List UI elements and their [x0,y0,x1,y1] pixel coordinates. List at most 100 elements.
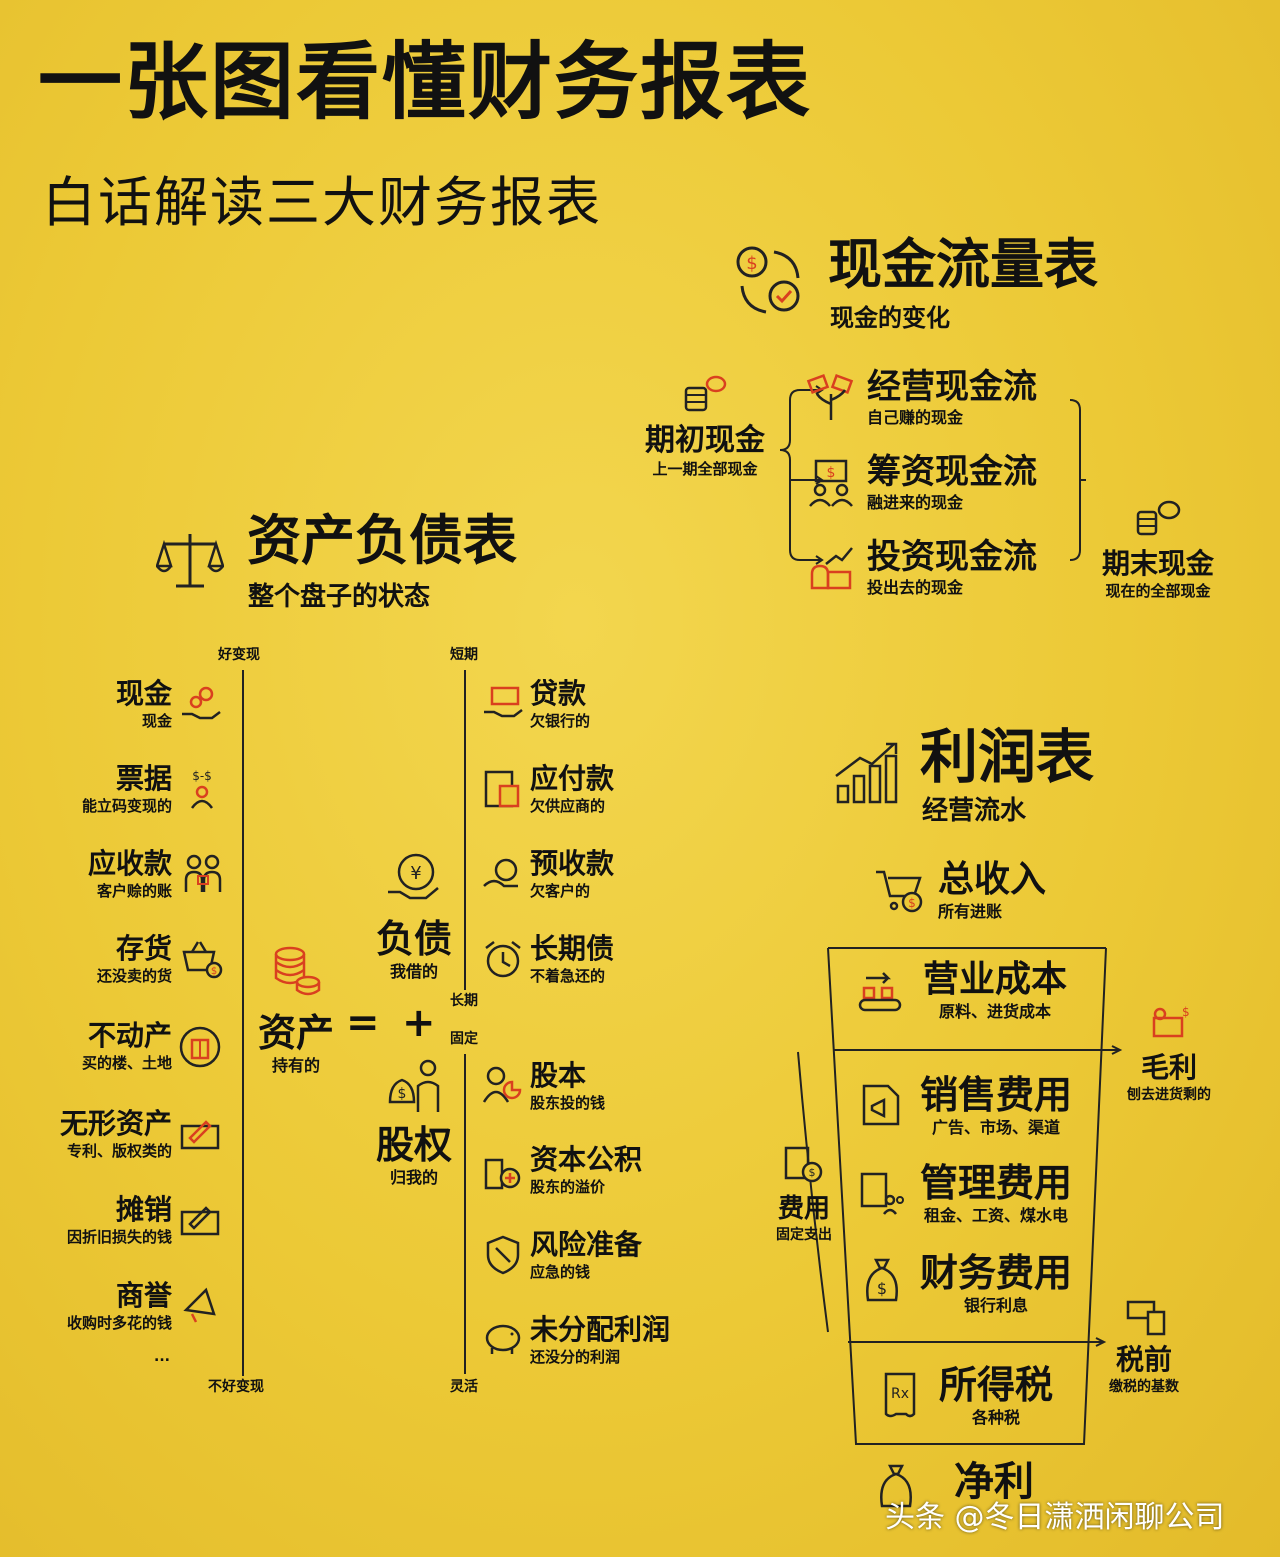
liabilities-title: 负债 [375,917,452,961]
expense-admin-title: 管理费用 [919,1161,1072,1205]
cashflow-operating-desc: 自己赚的现金 [867,408,964,427]
svg-text:$: $ [908,896,916,910]
asset-goodwill-title: 商誉 [115,1279,172,1312]
liability-axis-line [464,670,466,990]
moneybag-icon: $ [866,1258,898,1302]
asset-amortization-desc: 因折旧损失的钱 [66,1228,172,1246]
liability-advance-desc: 欠客户的 [530,882,591,900]
asset-intangible-title: 无形资产 [59,1107,172,1140]
income-cost-title: 营业成本 [922,959,1067,1000]
cash-cycle-icon: $ [736,246,800,314]
asset-axis-line [242,670,244,1376]
income-pretax-desc: 缴税的基数 [1109,1379,1179,1395]
axis-left-top: 好变现 [218,647,260,663]
plus-sign: + [402,1000,436,1046]
asset-amortization-title: 摊销 [115,1193,172,1226]
axis-right-bottom: 灵活 [450,1379,478,1395]
liability-loan-desc: 欠银行的 [530,712,591,730]
expense-finance-title: 财务费用 [919,1251,1072,1295]
axis-right-mid2: 固定 [450,1031,478,1047]
scale-icon [156,534,224,588]
pie-person-icon [482,1066,522,1103]
cashflow-financing-desc: 融进来的现金 [867,493,964,512]
liability-longterm-desc: 不着急还的 [530,967,606,985]
cashflow-investing-title: 投资现金流 [867,537,1037,577]
expense-sales-desc: 广告、市场、渠道 [931,1118,1060,1137]
income-gross-title: 毛利 [1140,1051,1197,1084]
asset-receivables-desc: 客户赊的账 [96,882,172,900]
expense-group-desc: 固定支出 [776,1227,832,1243]
income-title: 利润表 [920,723,1095,791]
equity-surplus-title: 资本公积 [530,1143,643,1176]
equity-capital-desc: 股东投的钱 [530,1094,606,1112]
shield-icon [486,1235,520,1275]
basket-icon: $ [182,941,223,979]
asset-goodwill-desc: 收购时多花的钱 [66,1314,172,1332]
alarm-clock-icon [485,941,521,978]
asset-inventory-title: 存货 [115,932,172,965]
hand-coins-icon [182,686,221,720]
expense-sales-title: 销售费用 [919,1073,1072,1117]
laptop-coins-icon: $ [1152,1005,1190,1038]
assets-title: 资产 [257,1011,334,1055]
cashflow-start-desc: 上一期全部现金 [652,460,758,478]
svg-text:$: $ [877,1279,887,1298]
cashflow-operating-title: 经营现金流 [867,367,1037,407]
cashflow-financing-title: 筹资现金流 [867,452,1037,492]
cashflow-title: 现金流量表 [828,233,1098,296]
axis-left-bottom: 不好变现 [208,1379,264,1395]
svg-text:$: $ [1182,1005,1190,1019]
income-funnel [797,947,1123,1445]
liability-loan-title: 贷款 [530,677,587,710]
money-plant-icon [806,374,854,420]
equity-desc: 归我的 [389,1168,438,1187]
piggy-coins-icon [1136,500,1181,536]
expense-finance-desc: 银行利息 [963,1296,1028,1315]
asset-notes-desc: 能立码变现的 [81,797,172,815]
yen-hand-icon: ¥ [388,853,439,900]
cashflow-bracket [779,385,1086,565]
coin-stack-icon [684,375,727,412]
fundraising-icon: $ [809,459,853,507]
marketing-doc-icon [862,1084,900,1126]
investment-icon [810,547,853,590]
cashflow-investing-desc: 投出去的现金 [867,578,964,597]
conveyor-icon [858,972,902,1012]
svg-text:$: $ [211,966,217,977]
building-circle-icon [179,1026,221,1068]
liability-payable-title: 应付款 [530,762,615,795]
svg-text:$-$: $-$ [192,769,212,783]
asset-ellipsis: ... [154,1349,170,1365]
income-pretax-title: 税前 [1115,1343,1172,1376]
asset-notes-title: 票据 [115,762,172,795]
page-subtitle: 白话解读三大财务报表 [42,171,602,234]
balance-title: 资产负债表 [247,509,517,572]
liabilities-desc: 我借的 [389,962,438,981]
customers-icon [184,854,222,892]
writing-pen-icon [180,1206,220,1236]
loan-hand-icon [484,686,523,718]
cashflow-start-title: 期初现金 [645,423,765,458]
income-gross-desc: 刨去进货剩的 [1127,1087,1211,1103]
equity-surplus-desc: 股东的溢价 [530,1178,606,1196]
net-moneybag-icon [880,1464,912,1508]
coin-pile-icon [274,946,321,996]
cashflow-end-desc: 现在的全部现金 [1105,582,1211,600]
asset-receivables-title: 应收款 [87,847,172,880]
calculator-invoice-icon [484,770,520,808]
asset-inventory-desc: 还没卖的货 [96,967,172,985]
income-net-title: 净利 [954,1459,1034,1505]
equity-reserve-desc: 应急的钱 [530,1263,591,1281]
liability-advance-title: 预收款 [530,847,615,880]
expense-admin-desc: 租金、工资、煤水电 [923,1206,1068,1225]
svg-text:$: $ [809,1166,816,1179]
expense-group-title: 费用 [777,1194,830,1224]
income-cost-desc: 原料、进货成本 [938,1002,1051,1021]
asset-cash-desc: 现金 [141,712,172,730]
liability-payable-desc: 欠供应商的 [530,797,606,815]
cash-calculator-icon [1126,1300,1166,1336]
liability-longterm-title: 长期债 [530,932,615,965]
building-plus-icon [484,1158,521,1190]
equity-capital-title: 股本 [530,1059,587,1092]
page-title: 一张图看懂财务报表 [38,33,813,131]
